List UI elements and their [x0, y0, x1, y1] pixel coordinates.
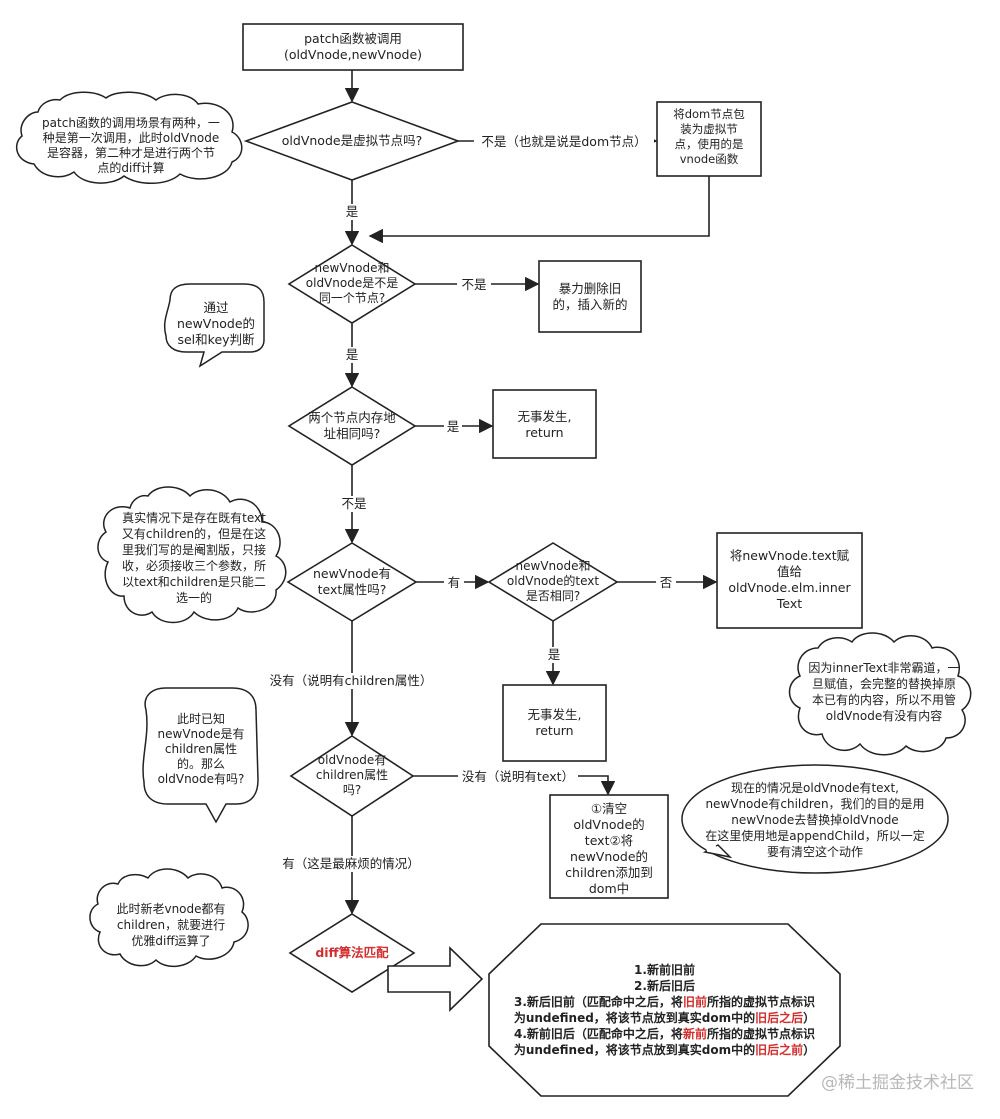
callout-note-c2: [163, 283, 265, 368]
replace-node: [538, 260, 642, 333]
noop2-node: [502, 684, 607, 762]
diff-rules-text: 1.新前旧前 2.新后旧后 3.新后旧前（匹配命中之后，将旧前所指的虚拟节点标识…: [496, 962, 833, 1058]
cloud-note-c4: [788, 632, 972, 756]
edge-label-yes3: 是: [444, 419, 462, 435]
edge-label-yes4: 是: [545, 647, 563, 663]
replace-label: 暴力删除旧的，插入新的: [552, 281, 628, 312]
start-node: [242, 23, 464, 71]
is-vnode-label: oldVnode是虚拟节点吗?: [281, 133, 423, 148]
edge-label-yes2: 是: [344, 347, 360, 363]
noop2-label: 无事发生,return: [527, 707, 582, 738]
edge-label-no2: 不是: [457, 277, 491, 293]
edge-label-no-dom: 不是（也就是说是dom节点）: [474, 134, 654, 150]
block-arrow: [387, 946, 484, 1012]
edge-label-none-text: 没有（说明有text）: [458, 769, 578, 785]
wrap-vnode-node: [656, 101, 762, 177]
watermark: @稀土掘金技术社区: [821, 1073, 974, 1093]
diff-rules-octagon: [488, 923, 841, 1097]
rule-4-line1: 4.新前旧后（匹配命中之后，将新前所指的虚拟节点标识: [514, 1027, 815, 1041]
callout-note-c5: [142, 687, 259, 824]
cloud-note-c3: [97, 486, 287, 624]
noop1-node: [492, 389, 597, 459]
diff-diamond: [288, 913, 416, 993]
speech-bubble-c6: [681, 764, 949, 874]
note-c4: 因为innerText非常霸道，一旦赋值，会完整的替换掉原本已有的内容，所以不用…: [808, 661, 960, 723]
clear-append-node: [549, 794, 669, 899]
start-label: patch函数被调用(oldVnode,newVnode): [283, 31, 423, 62]
edge-label-no3: 不是: [338, 496, 370, 512]
edge-label-no-text: 否: [656, 575, 676, 591]
edge-label-none-children: 没有（说明有children属性）: [262, 673, 440, 689]
edge-label-has: 有: [444, 575, 464, 591]
cloud-note-c7: [89, 868, 249, 968]
rule-4-line2: 为undefined，将该节点放到真实dom中的旧后之前）: [513, 1043, 816, 1057]
cloud-note-c1: [15, 91, 243, 184]
edge-wrap-merge: [368, 176, 710, 244]
rule-3-line1: 3.新后旧前（匹配命中之后，将旧前所指的虚拟节点标识: [514, 995, 815, 1009]
noop1-label: 无事发生,return: [517, 409, 572, 440]
assign-text-node: [716, 532, 863, 629]
note-c6: 现在的情况是oldVnode有text,newVnode有children，我们…: [705, 781, 925, 859]
rule-3-line2: 为undefined，将该节点放到真实dom中的旧后之后）: [513, 1011, 816, 1025]
edge-label-has-worst: 有（这是最麻烦的情况）: [276, 856, 426, 872]
same-address-label: 两个节点内存地址相同吗?: [308, 410, 396, 441]
edge-label-yes1: 是: [344, 204, 360, 220]
diff-label: diff算法匹配: [315, 945, 389, 960]
